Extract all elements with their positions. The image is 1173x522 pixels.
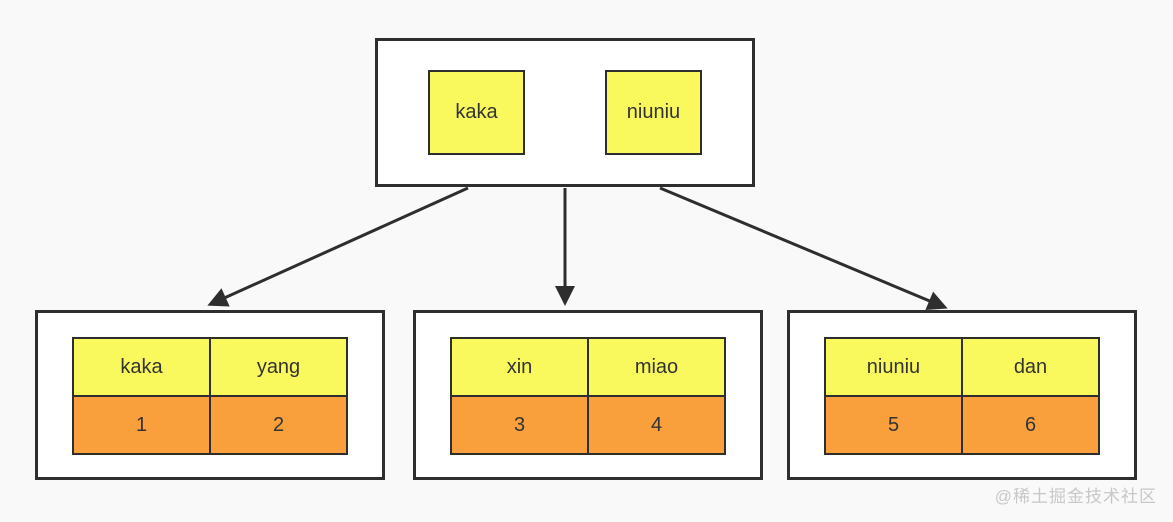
leaf-table-right: niuniu dan 5 6 xyxy=(824,337,1100,455)
arrow-root-to-left-leaf xyxy=(207,186,469,307)
value-cell: 5 xyxy=(824,395,963,455)
header-cell: miao xyxy=(587,337,726,397)
table-row: 3 4 xyxy=(450,395,726,455)
table-row: niuniu dan xyxy=(824,337,1100,397)
leaf-node-right: niuniu dan 5 6 xyxy=(787,310,1137,480)
watermark: @稀土掘金技术社区 xyxy=(994,487,1157,506)
arrow-root-to-right-leaf xyxy=(659,186,948,311)
value-cell: 1 xyxy=(72,395,211,455)
value-cell: 4 xyxy=(587,395,726,455)
table-row: 5 6 xyxy=(824,395,1100,455)
header-cell: dan xyxy=(961,337,1100,397)
table-row: 1 2 xyxy=(72,395,348,455)
header-cell: xin xyxy=(450,337,589,397)
root-key-kaka: kaka xyxy=(428,70,525,155)
value-cell: 6 xyxy=(961,395,1100,455)
leaf-table-left: kaka yang 1 2 xyxy=(72,337,348,455)
header-cell: niuniu xyxy=(824,337,963,397)
leaf-table-middle: xin miao 3 4 xyxy=(450,337,726,455)
table-row: xin miao xyxy=(450,337,726,397)
leaf-node-left: kaka yang 1 2 xyxy=(35,310,385,480)
value-cell: 3 xyxy=(450,395,589,455)
root-key-niuniu: niuniu xyxy=(605,70,702,155)
table-row: kaka yang xyxy=(72,337,348,397)
value-cell: 2 xyxy=(209,395,348,455)
leaf-node-middle: xin miao 3 4 xyxy=(413,310,763,480)
header-cell: kaka xyxy=(72,337,211,397)
root-node: kaka niuniu xyxy=(375,38,755,187)
header-cell: yang xyxy=(209,337,348,397)
